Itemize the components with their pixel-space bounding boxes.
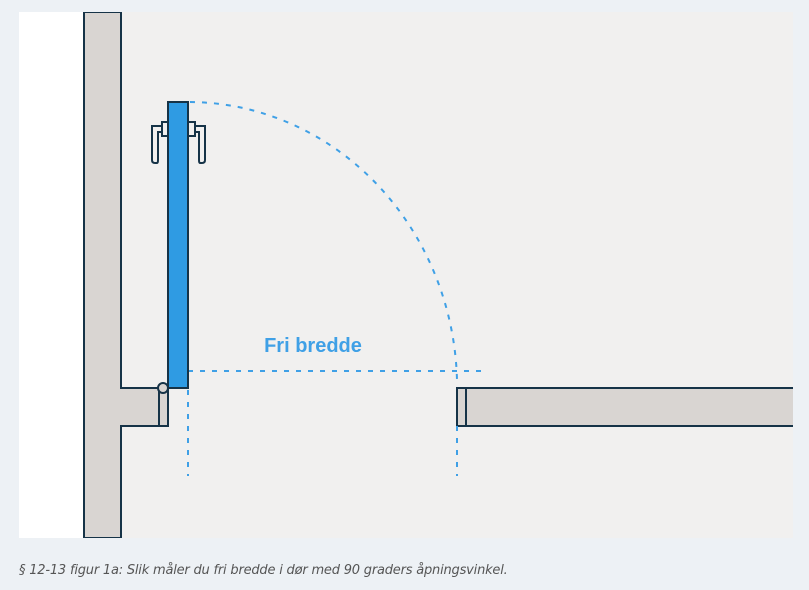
- exterior-area: [19, 12, 84, 538]
- door-handle-icon: [151, 121, 206, 164]
- door-leaf: [167, 101, 189, 389]
- door-width-diagram: Fri bredde: [19, 12, 793, 538]
- swing-arc: [189, 101, 458, 381]
- figure-caption: § 12-13 figur 1a: Slik måler du fri bred…: [19, 563, 508, 578]
- right-wall: [465, 387, 793, 427]
- free-width-label: Fri bredde: [264, 335, 362, 357]
- floor-background: [19, 12, 793, 538]
- hinge-icon: [157, 382, 169, 394]
- right-door-frame: [456, 387, 467, 427]
